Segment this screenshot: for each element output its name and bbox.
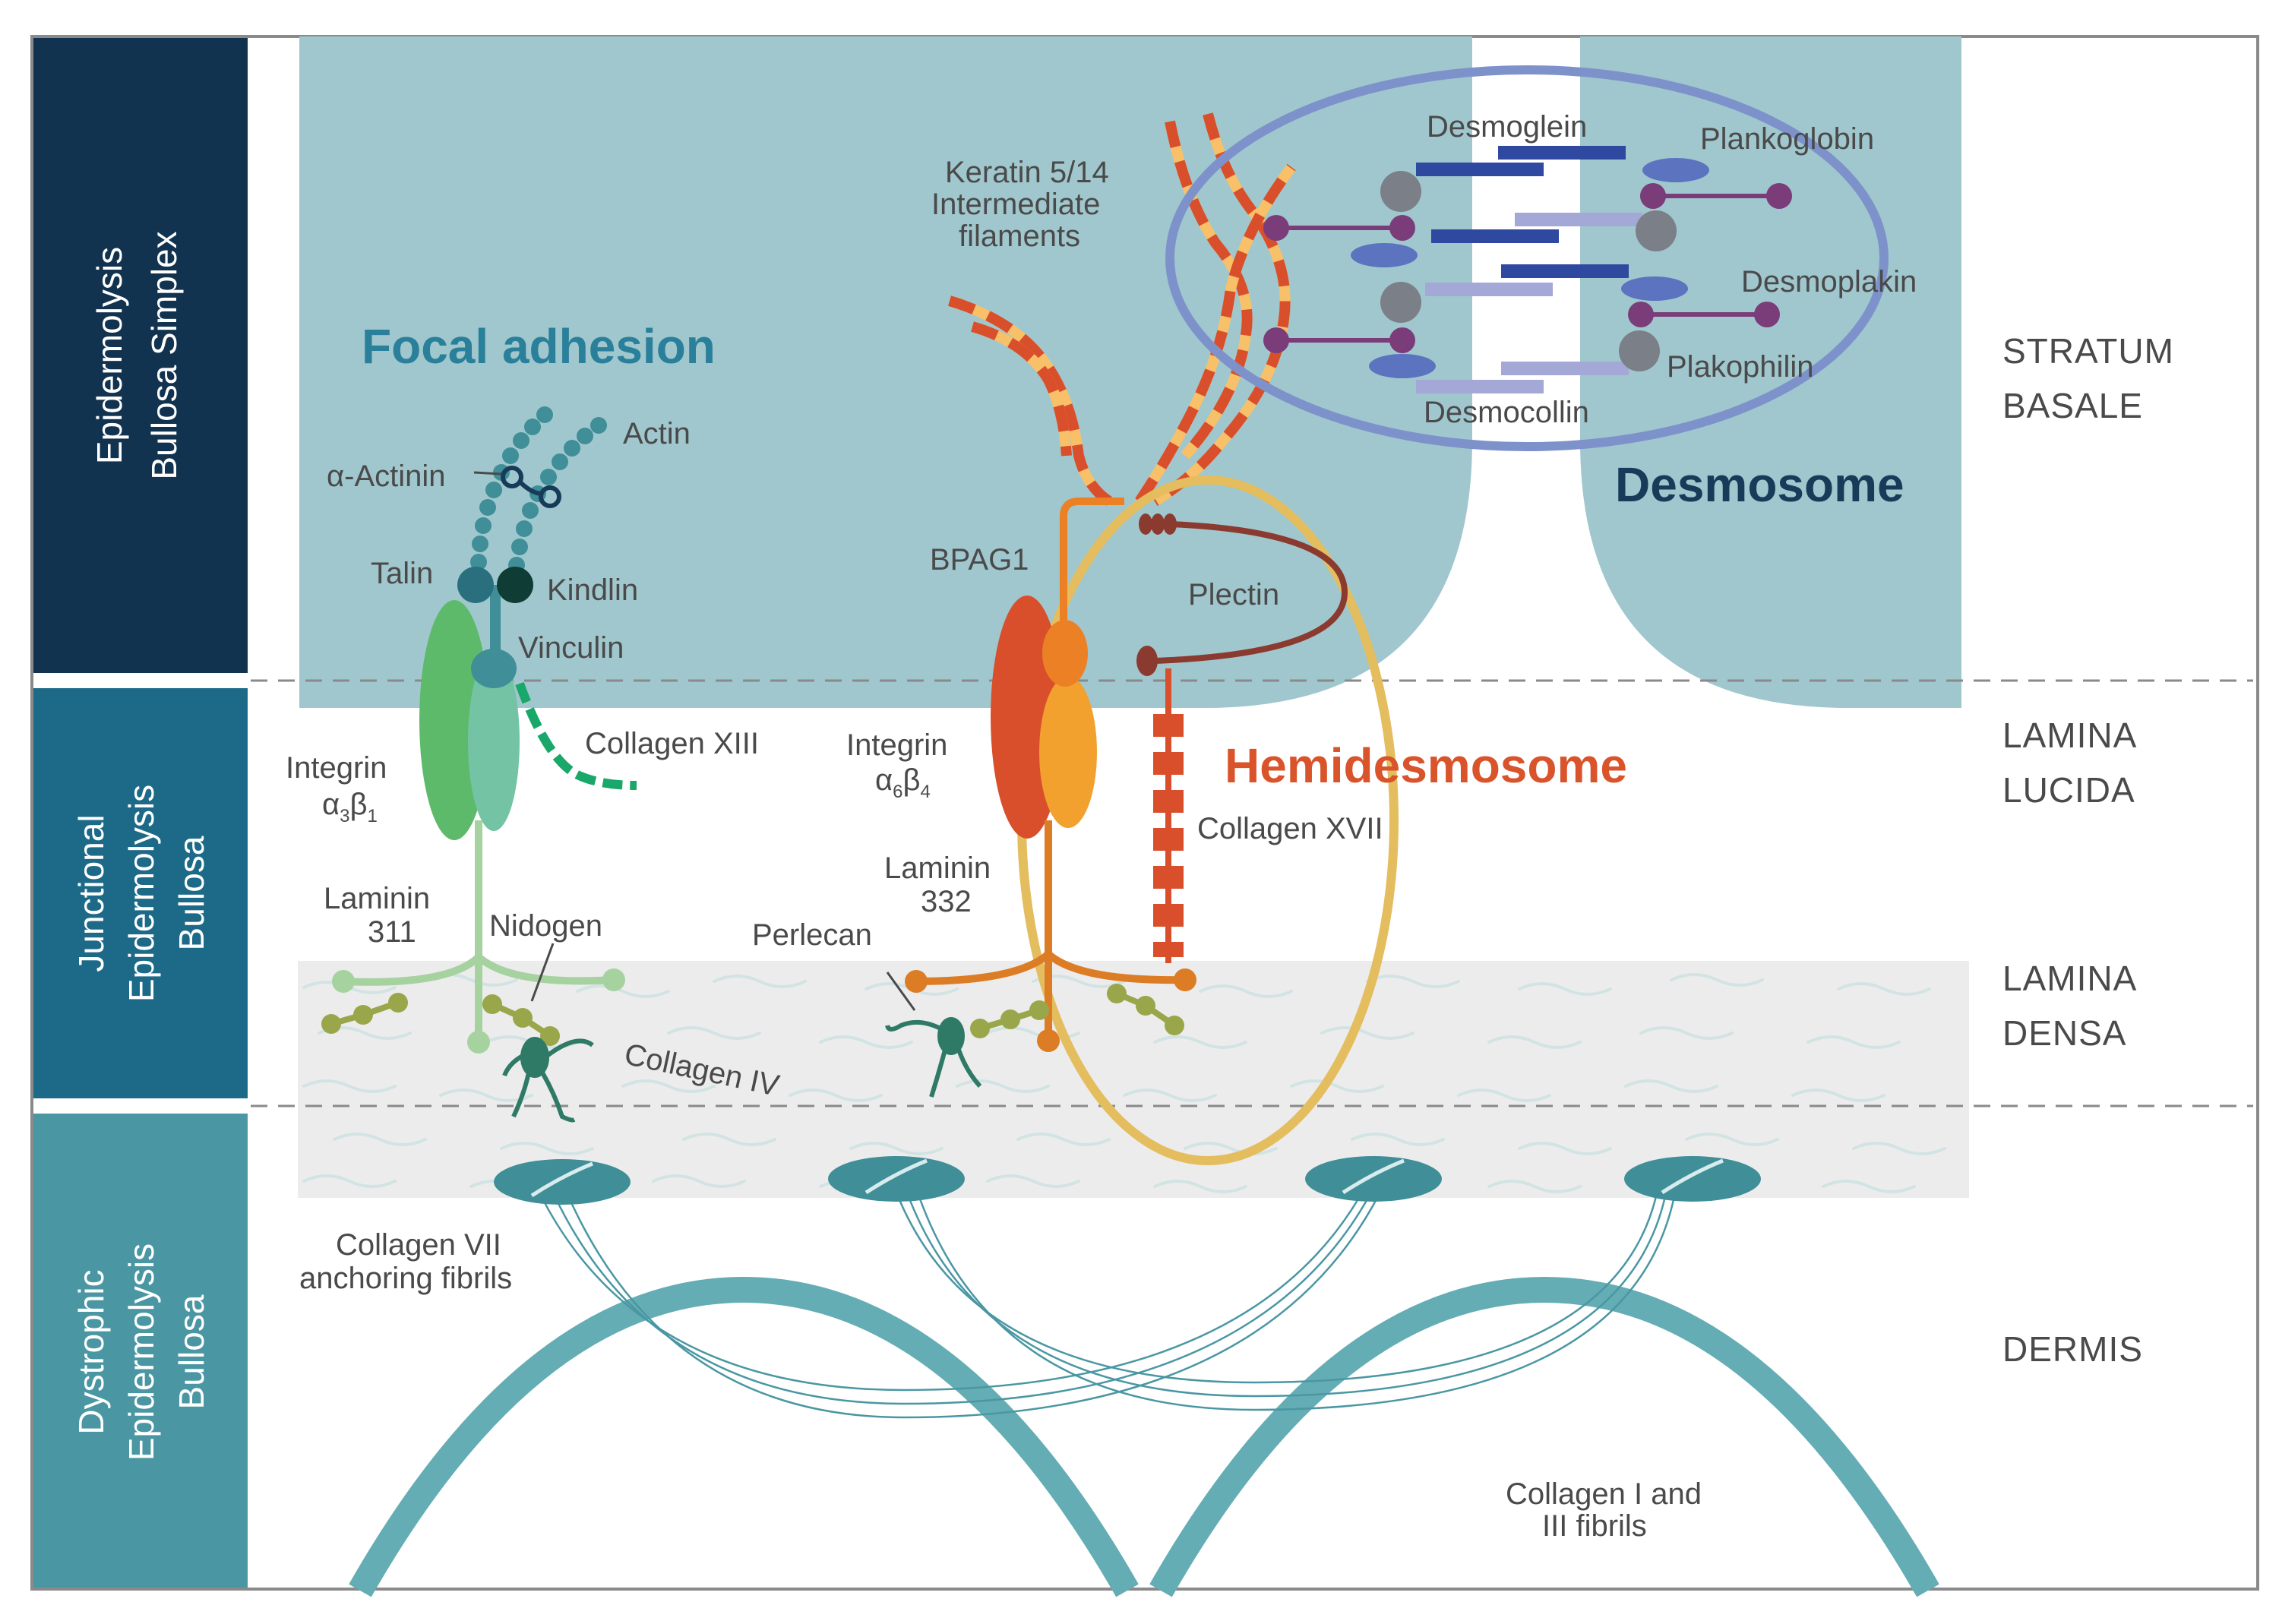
anchoring-plaque-highlights [530, 1158, 1724, 1198]
layer-lamina-densa-line1: LAMINA [2002, 959, 2137, 998]
layer-lamina-lucida-line2: LUCIDA [2002, 770, 2135, 810]
layer-lamina-lucida-line1: LAMINA [2002, 716, 2137, 755]
label-desmocollin: Desmocollin [1424, 396, 1589, 429]
nidogen-hemi-left [970, 1000, 1049, 1038]
desmoplakin-ends [1263, 183, 1792, 353]
label-vinculin: Vinculin [518, 631, 624, 665]
label-plectin: Plectin [1188, 578, 1279, 611]
side-panel-dystrophic-line2: Epidermolysis [122, 1243, 161, 1461]
label-actin: Actin [623, 417, 691, 450]
label-desmoplakin: Desmoplakin [1741, 265, 1917, 299]
label-laminin-332-line1: Laminin [884, 851, 991, 885]
label-integrin-a3b1-line2: α3β1 [322, 788, 378, 826]
label-talin: Talin [371, 557, 433, 590]
heading-focal-adhesion: Focal adhesion [362, 319, 716, 374]
laminin-311 [343, 820, 615, 1042]
collagen-xiii [515, 681, 637, 790]
side-panel-dystrophic: Dystrophic Epidermolysis Bullosa [33, 1114, 248, 1588]
vinculin-head [471, 649, 517, 688]
label-laminin-311-line2: 311 [368, 915, 416, 949]
label-alpha-actinin: α-Actinin [327, 460, 446, 493]
nidogen-left [321, 993, 408, 1034]
lamina-densa-wave-pattern [302, 973, 1946, 1193]
label-integrin-a6b4-line1: Integrin [846, 728, 947, 762]
desmoplakin-links [1276, 194, 1779, 343]
label-laminin-311-line1: Laminin [324, 882, 430, 915]
label-keratin-line2: Intermediate [931, 188, 1100, 221]
label-collagen-xvii: Collagen XVII [1197, 812, 1383, 845]
side-panel-simplex-line1: Epidermolysis [90, 247, 129, 464]
heading-desmosome: Desmosome [1615, 457, 1904, 512]
layer-lamina-densa-line2: DENSA [2002, 1013, 2126, 1053]
label-collagen-xiii: Collagen XIII [585, 727, 759, 760]
nidogen-hemi-right [1107, 984, 1184, 1035]
label-integrin-a3b1-line1: Integrin [286, 751, 387, 785]
label-nidogen: Nidogen [489, 909, 602, 943]
perlecan [885, 1017, 982, 1098]
label-bpag1: BPAG1 [930, 543, 1029, 577]
side-panel-junctional-line3: Bullosa [172, 836, 211, 950]
label-integrin-a6b4: Integrin α6β4 [846, 728, 947, 802]
label-integrin-a6b4-line2: α6β4 [875, 763, 931, 802]
label-collagen-vii-line1: Collagen VII [336, 1228, 501, 1262]
layer-stratum-basale-line2: BASALE [2002, 386, 2143, 425]
collagen-i-iii-fibrils [349, 1276, 1939, 1597]
label-collagen-i-iii-line2: III fibrils [1542, 1509, 1647, 1543]
label-collagen-vii-line2: anchoring fibrils [299, 1262, 512, 1295]
laminin-311-ends [332, 968, 625, 1054]
collagen-vii-anchoring-fibrils [538, 1192, 1676, 1419]
perlecan-leader [886, 972, 916, 1011]
alpha-actinin [501, 466, 561, 508]
side-panel-junctional: Junctional Epidermolysis Bullosa [33, 688, 248, 1098]
kindlin [497, 567, 533, 603]
label-laminin-332-line2: 332 [921, 885, 972, 918]
layer-stratum-basale-line1: STRATUM [2002, 331, 2174, 371]
side-panel-junctional-line2: Epidermolysis [122, 785, 161, 1002]
side-panel-dystrophic-line3: Bullosa [172, 1294, 211, 1409]
integrin-a3b1-beta [468, 652, 520, 831]
integrin-a6b4-beta [1039, 676, 1097, 828]
label-keratin-line3: filaments [959, 220, 1080, 253]
talin [457, 567, 494, 603]
heading-hemidesmosome: Hemidesmosome [1225, 738, 1627, 793]
side-panel-simplex: Epidermolysis Bullosa Simplex [33, 38, 248, 673]
side-panel-simplex-line2: Bullosa Simplex [144, 231, 184, 479]
label-kindlin: Kindlin [547, 573, 638, 607]
label-perlecan: Perlecan [752, 918, 872, 952]
nidogen-leader [530, 943, 555, 1002]
desmoglein-bars [1416, 146, 1629, 278]
basal-cell-left [299, 36, 1472, 708]
side-panel-dystrophic-line1: Dystrophic [71, 1269, 111, 1434]
collagen-xvii-segments [1153, 714, 1184, 957]
plectin [1154, 521, 1348, 664]
label-desmoglein: Desmoglein [1427, 110, 1587, 144]
label-keratin-line1: Keratin 5/14 [945, 156, 1109, 189]
label-collagen-i-iii-line1: Collagen I and [1506, 1477, 1702, 1511]
anchoring-plaques [494, 1156, 1761, 1205]
desmosome-ring [1165, 65, 1889, 451]
laminin-332 [915, 820, 1186, 1041]
plakophilin-circles [1380, 171, 1677, 371]
desmocollin-bars [1416, 213, 1642, 393]
label-plankoglobin: Plankoglobin [1700, 122, 1874, 156]
layer-dermis: DERMIS [2002, 1329, 2143, 1369]
alpha-actinin-leader [473, 471, 502, 476]
side-panel-junctional-line1: Junctional [71, 814, 111, 972]
keratin-filaments [947, 112, 1296, 507]
nidogen-center [482, 994, 560, 1046]
bpag1 [1060, 498, 1124, 668]
label-integrin-a3b1: Integrin α3β1 [286, 751, 387, 826]
label-plakophilin: Plakophilin [1667, 350, 1813, 384]
laminin-332-ends [905, 968, 1196, 1052]
plectin-beads [1136, 513, 1177, 676]
plakoglobin-ellipses [1351, 158, 1709, 378]
integrin-a6b4-beta-head [1042, 620, 1088, 687]
collagen-iv-left [502, 1037, 594, 1123]
